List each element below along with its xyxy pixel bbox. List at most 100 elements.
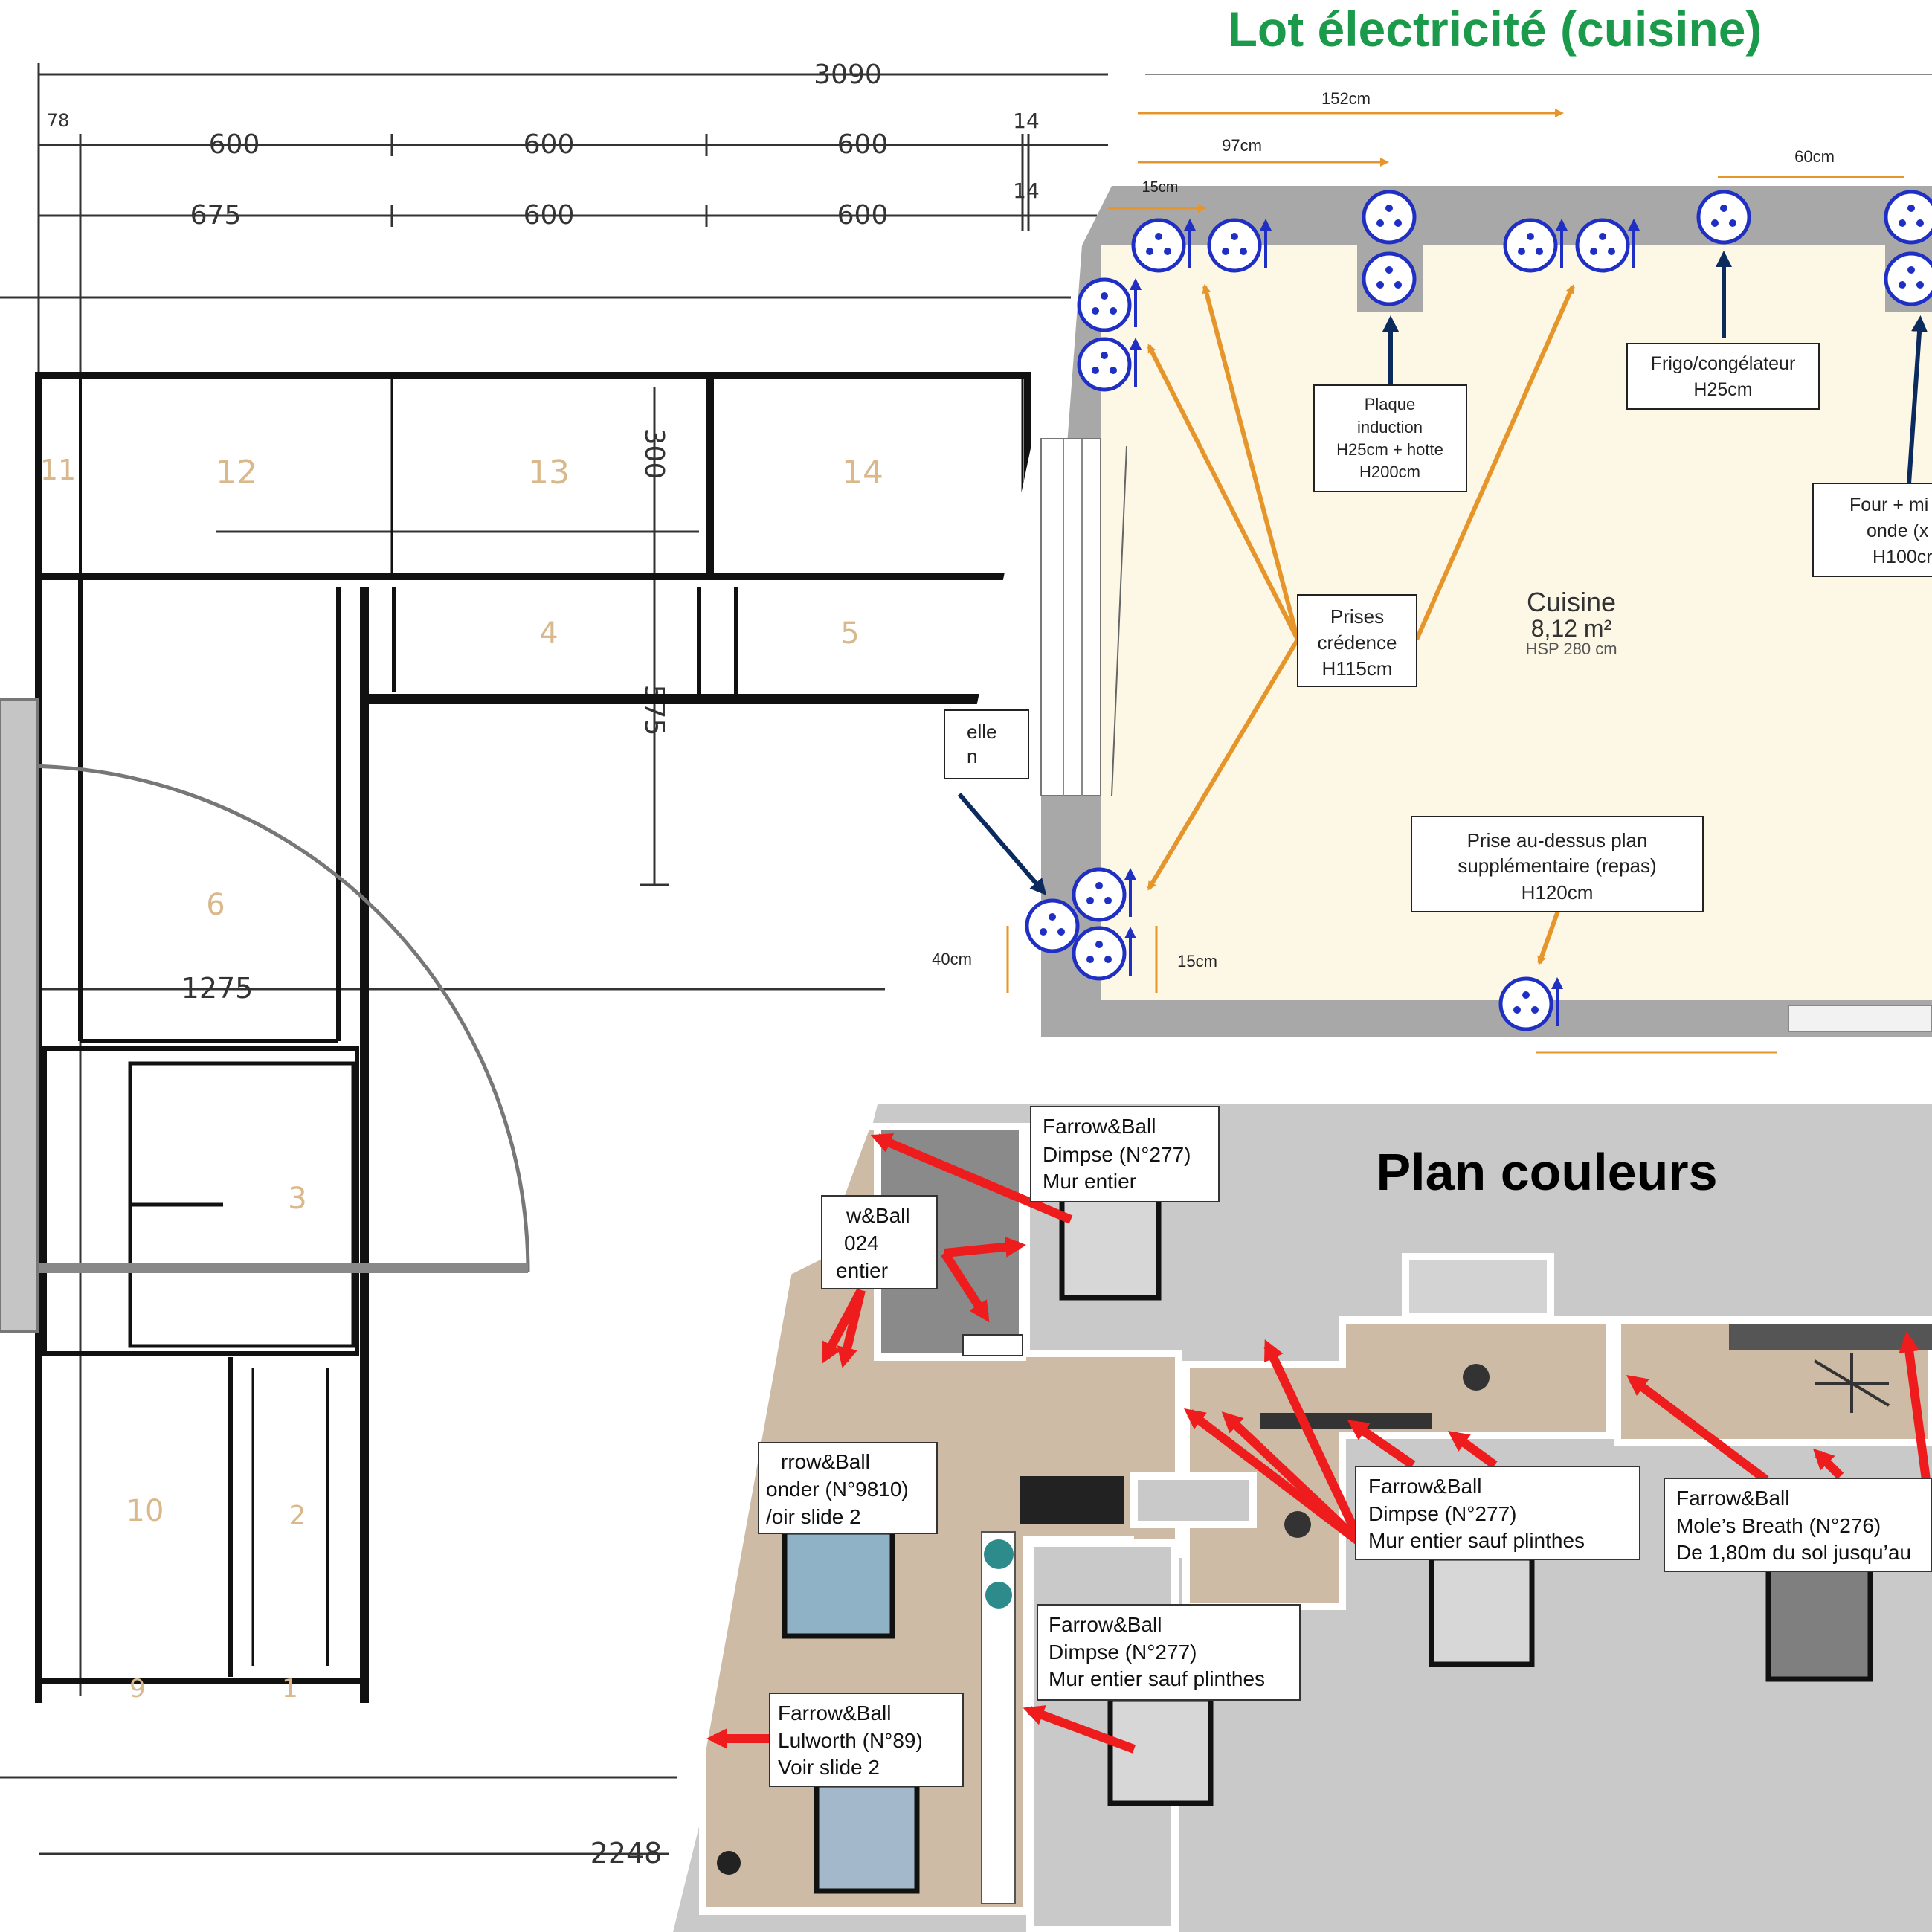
vaisselle-line-2: n [967,745,977,767]
swatch-lulworth [814,1782,920,1894]
label-frigo: Frigo/congélateur H25cm [1626,343,1820,410]
plaque-line-4: H200cm [1359,463,1420,481]
dim-row2-end: 14 [1013,178,1040,203]
lulworth-line-2: Lulworth (N°89) [778,1729,923,1752]
label-vaisselle: elle n [944,709,1029,779]
label-four: Four + mi onde (x H100cr [1812,483,1932,577]
cabinet-10: 10 [126,1494,164,1528]
dim-bottom-total: 2248 [590,1837,663,1870]
outlet-icon [1362,251,1417,306]
cabinet-5: 5 [840,616,859,651]
window-line [1111,445,1127,796]
furniture [717,1324,1932,1904]
dim-row2-first: 675 [190,200,242,231]
ponder-line-1: rrow&Ball [781,1450,870,1473]
outlet-icon [1884,251,1932,306]
cabinet-walls [35,372,1031,1703]
four-line-2: onde (x [1867,521,1929,541]
dimpse-top-line-2: Dimpse (N°277) [1043,1143,1191,1166]
outlet-icon [1884,190,1932,245]
kitchen-floorplan: 3090 78 600 600 600 14 675 600 600 14 30… [0,59,1108,1870]
dimpse-top-line-1: Farrow&Ball [1043,1115,1156,1138]
ponder-line-3: /oir slide 2 [766,1505,861,1528]
dim-height-mid: 575 [639,685,669,736]
window [1040,438,1101,796]
dimpse-kitchen-line-1: Farrow&Ball [1368,1475,1481,1498]
dimpse-center-line-3: Mur entier sauf plinthes [1049,1667,1265,1690]
cabinet-4: 4 [539,616,558,651]
electrical-title: Lot électricité (cuisine) [1228,1,1762,57]
outlet-icon [1072,926,1136,981]
dimpse-top-line-3: Mur entier [1043,1170,1136,1193]
measure-152cm: 152cm [1321,89,1371,108]
room-area: 8,12 m² [1531,615,1612,642]
cabinet-12: 12 [216,454,257,492]
outlet-icon [1025,898,1080,953]
outlet-icon [1362,190,1417,245]
ball024-line-3: entier [836,1259,888,1282]
dim-row2-a: 600 [524,200,575,231]
note-lulworth: Farrow&Ball Lulworth (N°89) Voir slide 2 [769,1693,964,1787]
swatch-dimpse-kitchen [1429,1555,1535,1667]
electrical-plan: Lot électricité (cuisine) 152cm 97cm 15c… [932,1,1932,1054]
room-name: Cuisine [1527,587,1616,617]
outlet-icon [1207,218,1272,273]
frigo-line-1: Frigo/congélateur [1651,353,1796,374]
swatch-ponder [782,1529,895,1639]
moles-line-1: Farrow&Ball [1676,1487,1789,1510]
cabinet-1: 1 [282,1674,298,1704]
swatch-dimpse-top [1059,1194,1162,1301]
paint-plan: Plan couleurs [673,1104,1932,1932]
dimpse-center-line-1: Farrow&Ball [1049,1613,1162,1636]
repas-line-2: supplémentaire (repas) [1458,854,1656,877]
dim-offset-left: 78 [47,110,70,131]
note-dimpse-kitchen: Farrow&Ball Dimpse (N°277) Mur entier sa… [1355,1466,1640,1560]
cabinet-6: 6 [206,888,225,922]
outlet-icon [1696,190,1751,245]
frigo-line-2: H25cm [1693,379,1752,400]
measure-15cm-top: 15cm [1142,179,1179,196]
outlet-icon [1503,218,1568,273]
ball024-line-1: w&Ball [846,1204,910,1227]
outlets [1025,190,1932,1031]
label-plaque: Plaque induction H25cm + hotte H200cm [1313,384,1467,492]
outlet-icon [1077,337,1142,392]
cabinet-2: 2 [289,1501,306,1531]
cabinet-3: 3 [288,1182,306,1216]
vaisselle-line-1: elle [967,721,996,743]
dimpse-center-line-2: Dimpse (N°277) [1049,1640,1197,1664]
four-line-3: H100cr [1873,547,1932,567]
dim-row1-c: 600 [837,129,889,160]
door-opening [1788,1005,1932,1032]
dimpse-kitchen-line-3: Mur entier sauf plinthes [1368,1529,1585,1552]
cabinet-13: 13 [528,454,570,492]
four-line-1: Four + mi [1849,495,1928,515]
measure-40cm: 40cm [932,950,972,968]
outlet-icon [1072,867,1136,922]
note-dimpse-top: Farrow&Ball Dimpse (N°277) Mur entier [1030,1106,1220,1202]
electrical-measurements: 152cm 97cm 15cm 60cm 40cm 15cm [932,89,1904,1054]
door-swing [0,698,530,1333]
credence-arrows [1147,284,1575,965]
measure-15cm-bottom: 15cm [1177,952,1217,970]
credence-line-2: crédence [1318,631,1397,654]
dim-row1-end: 14 [1013,109,1040,133]
plaque-line-1: Plaque [1365,395,1416,413]
plaque-line-2: induction [1357,418,1423,437]
lulworth-line-1: Farrow&Ball [778,1701,891,1725]
dimension-labels: 3090 78 600 600 600 14 675 600 600 14 30… [47,59,1040,1870]
label-prise-repas: Prise au-dessus plan supplémentaire (rep… [1411,816,1704,912]
cabinet-numbers: 11 12 13 14 4 5 6 3 10 2 9 1 [40,454,883,1704]
plaque-line-3: H25cm + hotte [1336,440,1443,459]
ponder-line-2: onder (N°9810) [766,1478,909,1501]
dim-width-left: 1275 [181,972,254,1005]
cabinet-9: 9 [129,1674,146,1704]
swatch-dimpse-center [1107,1696,1214,1806]
room-label: Cuisine 8,12 m² HSP 280 cm [1525,587,1617,658]
cabinet-14: 14 [842,454,883,492]
outlet-icon [1575,218,1640,273]
dim-total-width: 3090 [814,59,882,90]
measure-97cm: 97cm [1222,136,1262,155]
credence-line-1: Prises [1330,605,1384,628]
